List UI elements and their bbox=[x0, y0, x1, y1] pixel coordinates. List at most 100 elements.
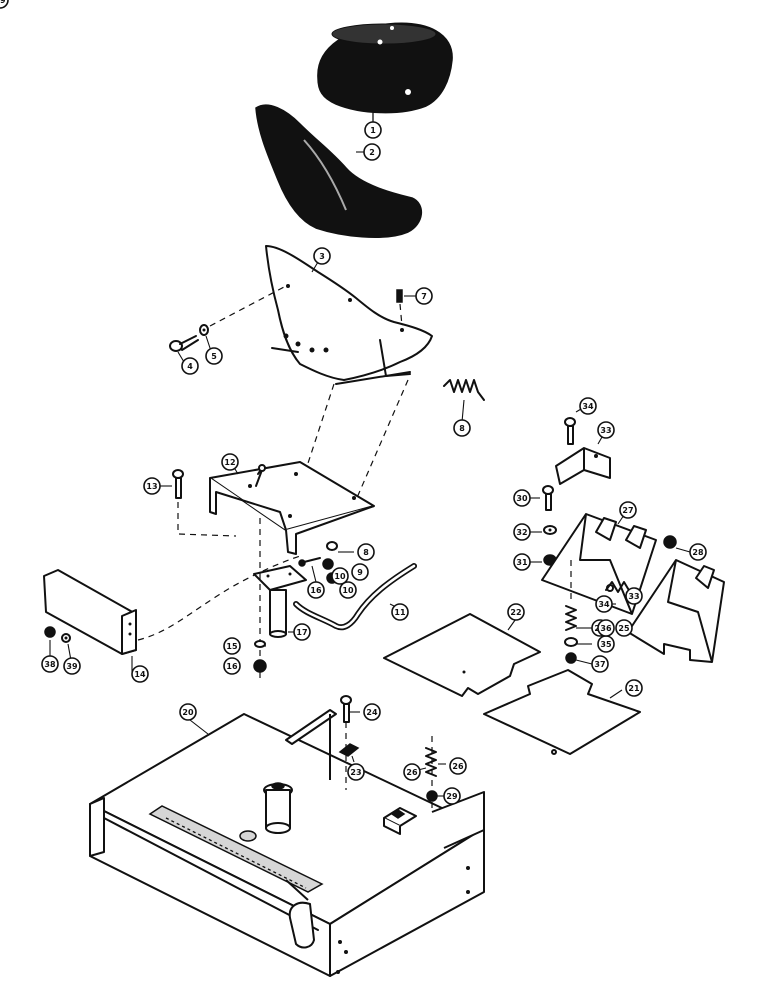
callout-15: 15 bbox=[223, 637, 241, 655]
callout-14: 14 bbox=[131, 665, 149, 683]
callout-number: 16 bbox=[226, 662, 238, 671]
callout-circle bbox=[63, 657, 81, 675]
bolt bbox=[564, 417, 576, 445]
callout-8: 8 bbox=[357, 543, 375, 561]
callout-29: 29 bbox=[443, 787, 461, 805]
callout-circle bbox=[625, 679, 643, 697]
callout-number: 38 bbox=[44, 660, 56, 669]
callout-31: 31 bbox=[513, 553, 531, 571]
callout-number: 11 bbox=[394, 608, 406, 617]
callout-circle bbox=[347, 763, 365, 781]
callout-circle bbox=[597, 619, 615, 637]
callout-number: 17 bbox=[296, 628, 307, 637]
bolt bbox=[169, 335, 199, 352]
callout-circle bbox=[513, 523, 531, 541]
callout-number: 24 bbox=[366, 708, 378, 717]
spring bbox=[443, 379, 485, 401]
bolt bbox=[542, 485, 554, 511]
callout-25: 25 bbox=[615, 619, 633, 637]
callout-circle bbox=[507, 603, 525, 621]
callout-circle bbox=[453, 419, 471, 437]
callout-number: 21 bbox=[628, 684, 640, 693]
callout-1: 1 bbox=[364, 121, 382, 139]
callout-circle bbox=[205, 347, 223, 365]
callout-12: 12 bbox=[221, 453, 239, 471]
callout-11: 11 bbox=[391, 603, 409, 621]
callout-24: 24 bbox=[363, 703, 381, 721]
callout-number: 34 bbox=[582, 402, 594, 411]
callout-number: 22 bbox=[510, 608, 521, 617]
callout-16: 16 bbox=[307, 581, 325, 599]
callout-number: 15 bbox=[226, 642, 238, 651]
spring bbox=[425, 747, 437, 777]
floor-plate bbox=[383, 613, 541, 697]
callout-circle bbox=[363, 703, 381, 721]
callout-circle bbox=[363, 143, 381, 161]
seat-cushion bbox=[317, 22, 453, 114]
callout-number: 26 bbox=[452, 762, 464, 771]
callout-number: 1 bbox=[370, 126, 376, 135]
callout-number: 9 bbox=[357, 568, 363, 577]
callout-number: 26 bbox=[406, 768, 418, 777]
callout-number: 30 bbox=[516, 494, 528, 503]
callout-circle bbox=[443, 787, 461, 805]
callout-number: 28 bbox=[692, 548, 704, 557]
callout-number: 8 bbox=[459, 424, 465, 433]
callout-number: 20 bbox=[182, 708, 194, 717]
callout-26: 26 bbox=[449, 757, 467, 775]
callout-number: 8 bbox=[363, 548, 369, 557]
bracket bbox=[555, 447, 611, 485]
nut bbox=[565, 652, 577, 664]
callout-number: 39 bbox=[0, 0, 6, 5]
callout-10: 10 bbox=[331, 567, 349, 585]
callout-number: 16 bbox=[310, 586, 322, 595]
callout-33: 33 bbox=[625, 587, 643, 605]
callout-circle bbox=[625, 587, 643, 605]
nut bbox=[44, 626, 56, 638]
callout-number: 3 bbox=[319, 252, 325, 261]
callout-39: 39 bbox=[0, 0, 9, 9]
callout-27: 27 bbox=[619, 501, 637, 519]
callout-number: 14 bbox=[134, 670, 146, 679]
callout-35: 35 bbox=[597, 635, 615, 653]
callout-34: 34 bbox=[579, 397, 597, 415]
pin bbox=[396, 289, 403, 303]
callout-20: 20 bbox=[179, 703, 197, 721]
callout-circle bbox=[689, 543, 707, 561]
side-panel bbox=[43, 569, 137, 655]
callout-number: 12 bbox=[224, 458, 235, 467]
callout-number: 29 bbox=[446, 792, 458, 801]
callout-circle bbox=[0, 0, 9, 9]
callout-21: 21 bbox=[625, 679, 643, 697]
callout-circle bbox=[391, 603, 409, 621]
callout-circle bbox=[293, 623, 311, 641]
base-housing bbox=[89, 709, 485, 977]
callout-circle bbox=[357, 543, 375, 561]
callout-9: 9 bbox=[351, 563, 369, 581]
post bbox=[253, 565, 307, 638]
callout-circle bbox=[403, 763, 421, 781]
callout-number: 25 bbox=[618, 624, 630, 633]
callout-number: 32 bbox=[516, 528, 527, 537]
callout-circle bbox=[181, 357, 199, 375]
callout-circle bbox=[313, 247, 331, 265]
callout-circle bbox=[223, 637, 241, 655]
callout-circle bbox=[415, 287, 433, 305]
callout-26: 26 bbox=[403, 763, 421, 781]
callout-circle bbox=[364, 121, 382, 139]
bracket bbox=[627, 559, 725, 663]
spring bbox=[565, 605, 577, 631]
callout-22: 22 bbox=[507, 603, 525, 621]
callout-number: 13 bbox=[146, 482, 157, 491]
callout-circle bbox=[597, 421, 615, 439]
washer bbox=[564, 637, 578, 647]
callout-13: 13 bbox=[143, 477, 161, 495]
callout-number: 7 bbox=[421, 292, 427, 301]
callout-circle bbox=[307, 581, 325, 599]
callout-circle bbox=[579, 397, 597, 415]
callout-circle bbox=[131, 665, 149, 683]
seat-pan bbox=[255, 104, 422, 238]
callout-30: 30 bbox=[513, 489, 531, 507]
callout-number: 33 bbox=[628, 592, 639, 601]
